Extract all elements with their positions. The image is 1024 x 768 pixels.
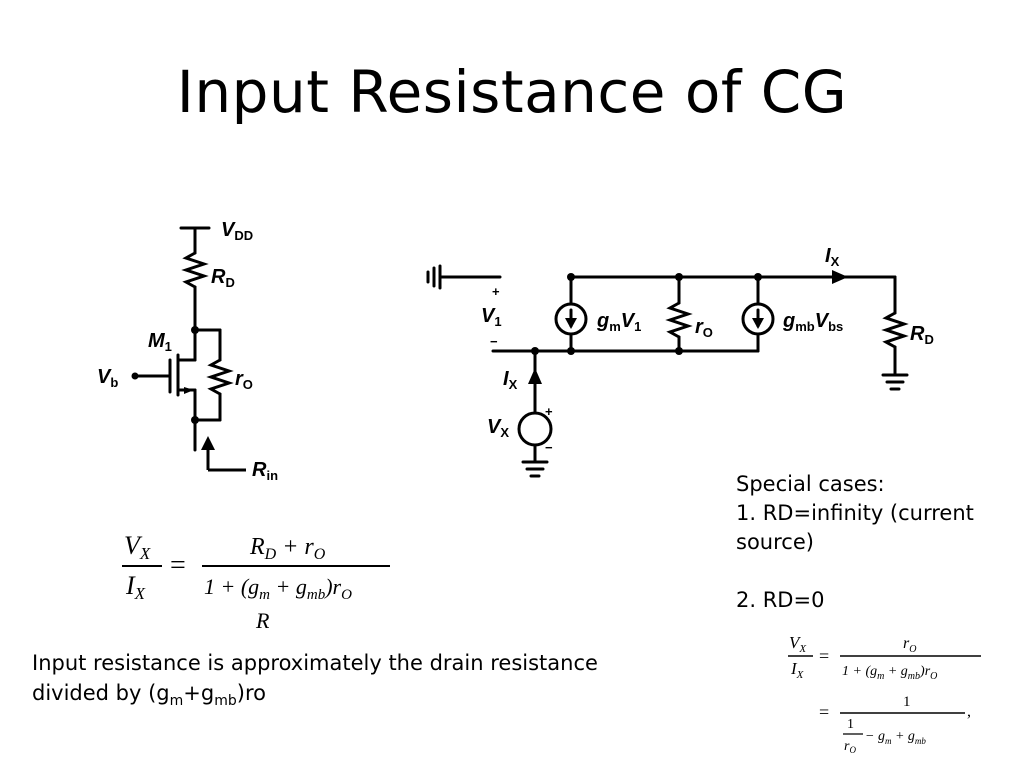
ro-equation: VX IX = rO 1 + (gm + gmb)rO = 1 1 rO − g… xyxy=(788,633,981,755)
small-eq-comma: , xyxy=(967,703,971,720)
vx-plus: + xyxy=(545,404,553,419)
small-eq-equals-2: = xyxy=(819,702,829,722)
rd-resistor-right xyxy=(881,311,909,349)
v1-label: V1 xyxy=(481,305,502,329)
m1-label: M1 xyxy=(148,330,172,354)
v1-minus: − xyxy=(490,334,498,349)
special-cases-heading: Special cases: xyxy=(736,472,885,496)
eq-rhs-den: 1 + (gm + gmb)rO xyxy=(204,574,352,603)
rd-label-right: RD xyxy=(910,323,934,347)
ro-label-right: rO xyxy=(695,316,713,340)
small-eq-lhs-num: VX xyxy=(789,633,807,655)
vdd-label: VDD xyxy=(221,219,253,243)
eq-rhs-num: RD + rO xyxy=(249,534,326,563)
eq-cutoff-text: R xyxy=(255,608,270,628)
eq-equals: = xyxy=(170,550,186,581)
small-eq-equals-1: = xyxy=(819,646,829,666)
special-case-2: 2. RD=0 xyxy=(736,588,825,612)
eq-lhs-den: IX xyxy=(125,571,146,603)
small-eq-inner-num: 1 xyxy=(847,717,854,732)
ro-resistor-left xyxy=(206,358,234,396)
input-resistance-note: Input resistance is approximately the dr… xyxy=(32,648,712,716)
vx-label: VX xyxy=(487,416,509,440)
note-line-2: divided by (gm+gmb)ro xyxy=(32,681,266,710)
small-eq-rhs1-num: rO xyxy=(903,635,916,655)
ix-arrow-left xyxy=(528,368,542,384)
ix-label-top: IX xyxy=(825,245,840,269)
v1-plus: + xyxy=(492,284,500,299)
vb-label: Vb xyxy=(97,366,118,390)
slide-title: Input Resistance of CG xyxy=(176,58,848,126)
rin-label: Rin xyxy=(252,459,278,483)
special-case-1-line-2: source) xyxy=(736,530,814,554)
special-case-1-line-1: 1. RD=infinity (current xyxy=(736,501,974,525)
gmb-vbs-label: gmbVbs xyxy=(782,310,843,334)
ix-arrow-top xyxy=(832,270,848,284)
vx-minus: − xyxy=(545,440,553,455)
small-eq-rhs1-den: 1 + (gm + gmb)rO xyxy=(842,664,937,682)
gm-v1-label: gmV1 xyxy=(596,310,641,334)
ix-label-left: IX xyxy=(503,368,518,392)
rd-resistor xyxy=(181,251,209,289)
ro-resistor-right xyxy=(665,301,693,339)
rd-label-left: RD xyxy=(211,266,235,290)
ro-label-left: rO xyxy=(235,368,253,392)
small-eq-lhs-den: IX xyxy=(790,659,805,681)
small-eq-rhs2-num: 1 xyxy=(903,694,911,710)
main-equation: VX IX = RD + rO 1 + (gm + gmb)rO R xyxy=(122,531,390,628)
note-line-1: Input resistance is approximately the dr… xyxy=(32,651,598,675)
special-cases-text: Special cases: 1. RD=infinity (current s… xyxy=(736,470,1021,615)
eq-lhs-num: VX xyxy=(124,531,151,563)
rin-arrow xyxy=(201,436,215,450)
small-eq-inner-den: rO xyxy=(844,739,856,755)
small-eq-rhs2-rest: − gm + gmb xyxy=(865,729,926,746)
